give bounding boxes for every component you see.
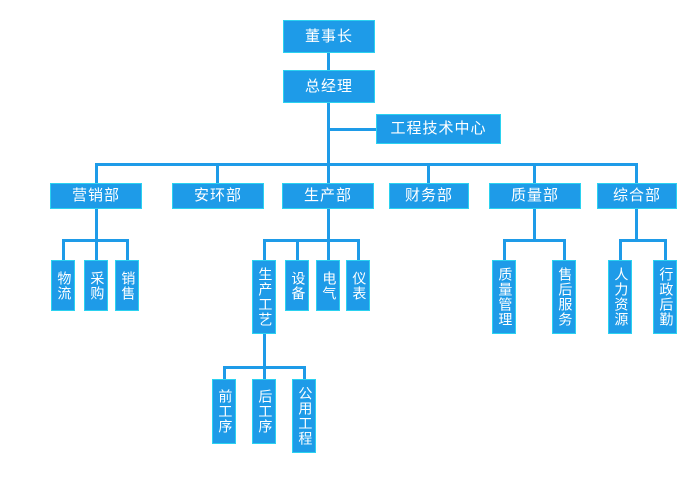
- node-chairman[interactable]: 董事长: [283, 20, 375, 53]
- node-human-resources-label: 人力资源: [612, 267, 629, 327]
- node-production-process[interactable]: 生产工艺: [252, 260, 276, 334]
- node-back-process-label: 后工序: [256, 389, 273, 434]
- connector-quality-stem: [533, 209, 536, 239]
- node-back-process[interactable]: 后工序: [252, 379, 276, 444]
- node-procurement[interactable]: 采购: [84, 260, 108, 311]
- node-after-sales-service-label: 售后服务: [556, 267, 573, 327]
- node-instrument-label: 仪表: [350, 270, 367, 301]
- node-engineering-tech-center-label: 工程技术中心: [390, 119, 487, 138]
- node-front-process[interactable]: 前工序: [212, 379, 236, 444]
- node-equipment[interactable]: 设备: [285, 260, 309, 311]
- connector-drop-front-process: [223, 366, 226, 379]
- connector-production-bus: [263, 239, 360, 242]
- node-procurement-label: 采购: [88, 270, 105, 301]
- connector-drop-production-process: [263, 239, 266, 260]
- node-admin-logistics[interactable]: 行政后勤: [653, 260, 677, 334]
- connector-production-process-stem: [263, 334, 266, 366]
- node-logistics[interactable]: 物流: [51, 260, 75, 311]
- node-electrical-label: 电气: [320, 270, 337, 301]
- node-marketing-dept-label: 营销部: [71, 186, 120, 205]
- connector-quality-bus: [503, 239, 566, 242]
- connector-drop-finance: [427, 163, 430, 183]
- node-utilities[interactable]: 公用工程: [292, 379, 316, 453]
- connector-drop-human-resources: [619, 239, 622, 260]
- node-production-dept[interactable]: 生产部: [282, 183, 374, 209]
- connector-drop-quality-management: [503, 239, 506, 260]
- node-equipment-label: 设备: [289, 270, 306, 301]
- node-general-affairs-dept-label: 综合部: [612, 186, 661, 205]
- connector-drop-sales: [126, 239, 129, 260]
- node-quality-dept-label: 质量部: [510, 186, 559, 205]
- node-admin-logistics-label: 行政后勤: [657, 267, 674, 327]
- connector-drop-safety-env: [216, 163, 219, 183]
- connector-drop-equipment: [296, 239, 299, 260]
- node-finance-dept[interactable]: 财务部: [389, 183, 469, 209]
- node-sales[interactable]: 销售: [115, 260, 139, 311]
- connector-production-stem: [327, 209, 330, 239]
- connector-drop-quality: [533, 163, 536, 183]
- node-general-affairs-dept[interactable]: 综合部: [597, 183, 677, 209]
- node-safety-env-dept[interactable]: 安环部: [172, 183, 264, 209]
- node-marketing-dept[interactable]: 营销部: [50, 183, 142, 209]
- connector-gm-to-engineering-center: [327, 128, 376, 131]
- node-finance-dept-label: 财务部: [404, 186, 453, 205]
- node-production-process-label: 生产工艺: [256, 267, 273, 327]
- node-front-process-label: 前工序: [216, 389, 233, 434]
- connector-drop-procurement: [95, 239, 98, 260]
- node-instrument[interactable]: 仪表: [346, 260, 370, 311]
- connector-drop-after-sales: [563, 239, 566, 260]
- node-quality-dept[interactable]: 质量部: [489, 183, 581, 209]
- node-quality-management[interactable]: 质量管理: [492, 260, 516, 334]
- connector-drop-back-process: [263, 366, 266, 379]
- node-after-sales-service[interactable]: 售后服务: [552, 260, 576, 334]
- node-utilities-label: 公用工程: [296, 386, 313, 446]
- node-safety-env-dept-label: 安环部: [193, 186, 242, 205]
- connector-drop-logistics: [62, 239, 65, 260]
- connector-drop-admin-logistics: [664, 239, 667, 260]
- connector-chairman-to-gm: [327, 53, 330, 75]
- connector-general-affairs-stem: [635, 209, 638, 239]
- node-engineering-tech-center[interactable]: 工程技术中心: [376, 114, 501, 144]
- connector-general-affairs-bus: [619, 239, 667, 242]
- connector-drop-general-affairs: [635, 163, 638, 183]
- connector-drop-instrument: [357, 239, 360, 260]
- connector-level2-bus: [95, 163, 638, 166]
- connector-drop-marketing: [95, 163, 98, 183]
- node-chairman-label: 董事长: [304, 26, 353, 45]
- connector-gm-trunk: [327, 103, 330, 163]
- node-quality-management-label: 质量管理: [496, 267, 513, 327]
- node-general-manager[interactable]: 总经理: [283, 70, 375, 103]
- node-electrical[interactable]: 电气: [316, 260, 340, 311]
- node-production-dept-label: 生产部: [303, 186, 352, 205]
- node-human-resources[interactable]: 人力资源: [608, 260, 632, 334]
- node-sales-label: 销售: [119, 270, 136, 301]
- node-logistics-label: 物流: [55, 270, 72, 301]
- connector-marketing-stem: [95, 209, 98, 239]
- node-general-manager-label: 总经理: [304, 76, 353, 95]
- connector-drop-electrical: [327, 239, 330, 260]
- connector-drop-utilities: [303, 366, 306, 379]
- connector-drop-production: [327, 163, 330, 183]
